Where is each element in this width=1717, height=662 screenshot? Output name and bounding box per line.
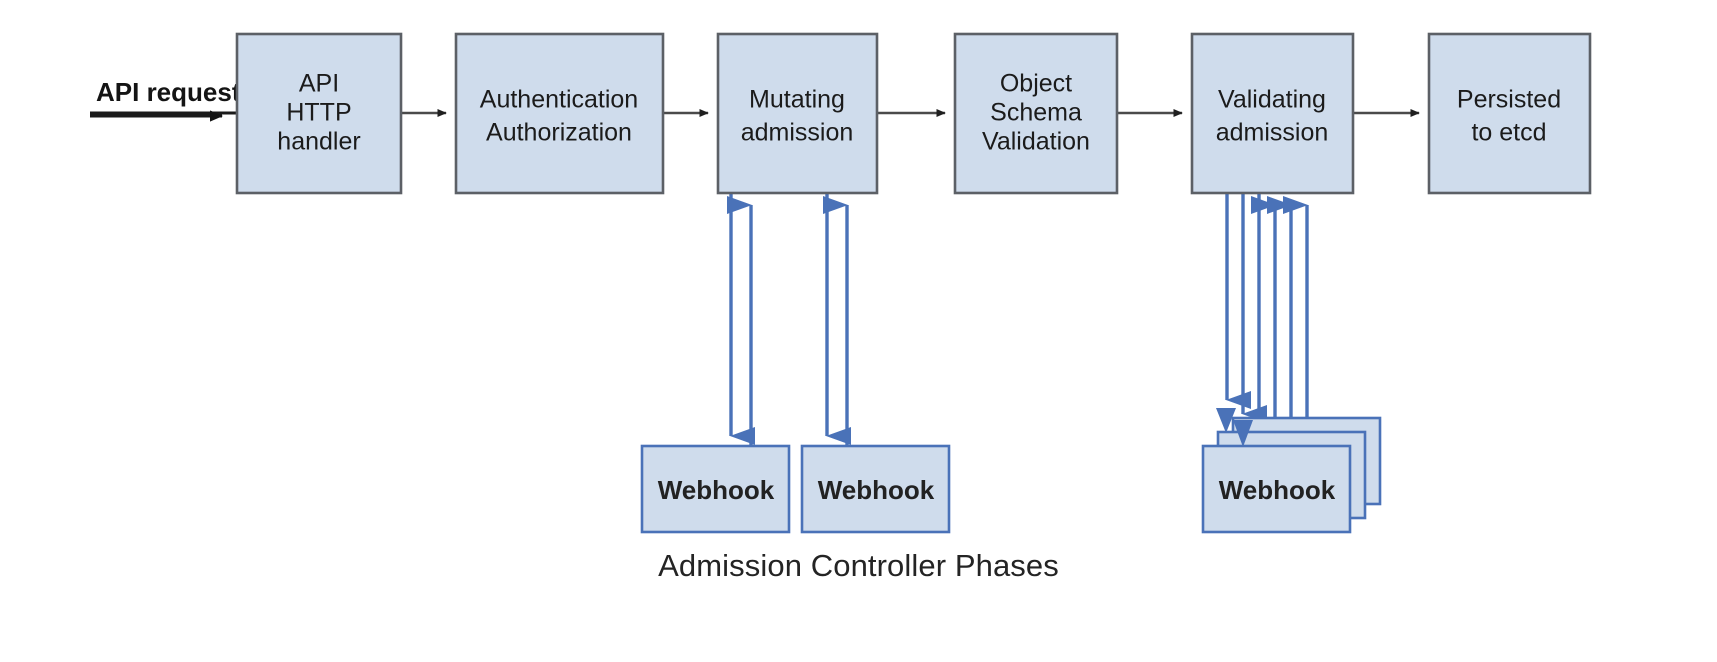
authentication-authorization-line-1: Authentication: [480, 86, 638, 114]
validating-webhook-1[interactable]: Webhook: [1201, 444, 1352, 534]
mutating-webhook-1[interactable]: Webhook: [640, 444, 791, 534]
mutating-webhook-1-box[interactable]: [640, 444, 791, 534]
api-http-handler-line-3: handler: [277, 128, 360, 156]
mutating-webhook-2-label: Webhook: [818, 475, 935, 505]
pipeline-node-api-http-handler[interactable]: API HTTP handler: [235, 32, 403, 195]
pipeline-node-object-schema-validation[interactable]: Object Schema Validation: [953, 32, 1119, 195]
mutating-webhook-2[interactable]: Webhook: [800, 444, 951, 534]
validating-webhook-front-arrow-down-icon-a: [1216, 408, 1236, 433]
mutating-admission-line-1: Mutating: [749, 86, 845, 114]
validating-webhook-1-box[interactable]: [1201, 444, 1352, 534]
pipeline-node-mutating-admission[interactable]: Mutating admission: [716, 32, 879, 195]
diagram-caption: Admission Controller Phases: [658, 548, 1059, 583]
api-http-handler-line-2: HTTP: [286, 99, 351, 127]
authentication-authorization-box[interactable]: [454, 32, 665, 195]
validating-admission-line-2: admission: [1216, 119, 1329, 147]
persisted-to-etcd-line-1: Persisted: [1457, 86, 1561, 114]
pipeline-node-validating-admission[interactable]: Validating admission: [1190, 32, 1355, 195]
pipeline-node-persisted-to-etcd[interactable]: Persisted to etcd: [1427, 32, 1592, 195]
authentication-authorization-line-2: Authorization: [486, 119, 632, 147]
mutating-webhook-2-box[interactable]: [800, 444, 951, 534]
object-schema-validation-line-1: Object: [1000, 70, 1072, 98]
mutating-admission-box[interactable]: [716, 32, 879, 195]
validating-webhook-connectors: [1225, 194, 1309, 446]
mutating-webhook-1-label: Webhook: [658, 475, 775, 505]
validating-admission-line-1: Validating: [1218, 86, 1326, 114]
validating-webhook-front-arrowheads: [1216, 408, 1253, 447]
validating-admission-box[interactable]: [1190, 32, 1355, 195]
validating-webhook-1-label: Webhook: [1219, 475, 1336, 505]
object-schema-validation-box[interactable]: [953, 32, 1119, 195]
object-schema-validation-line-2: Schema: [990, 99, 1082, 127]
mutating-webhook-connectors: [727, 194, 851, 446]
api-http-handler-box[interactable]: [235, 32, 403, 195]
persisted-to-etcd-box[interactable]: [1427, 32, 1592, 195]
api-http-handler-line-1: API: [299, 70, 339, 98]
api-request-entry: API request: [90, 77, 241, 122]
pipeline-node-authentication-authorization[interactable]: Authentication Authorization: [454, 32, 665, 195]
validating-webhook-front-arrow-down-icon-b: [1233, 420, 1253, 447]
object-schema-validation-line-3: Validation: [982, 128, 1090, 156]
persisted-to-etcd-line-2: to etcd: [1471, 119, 1546, 147]
mutating-admission-line-2: admission: [741, 119, 854, 147]
api-request-label: API request: [96, 77, 241, 107]
